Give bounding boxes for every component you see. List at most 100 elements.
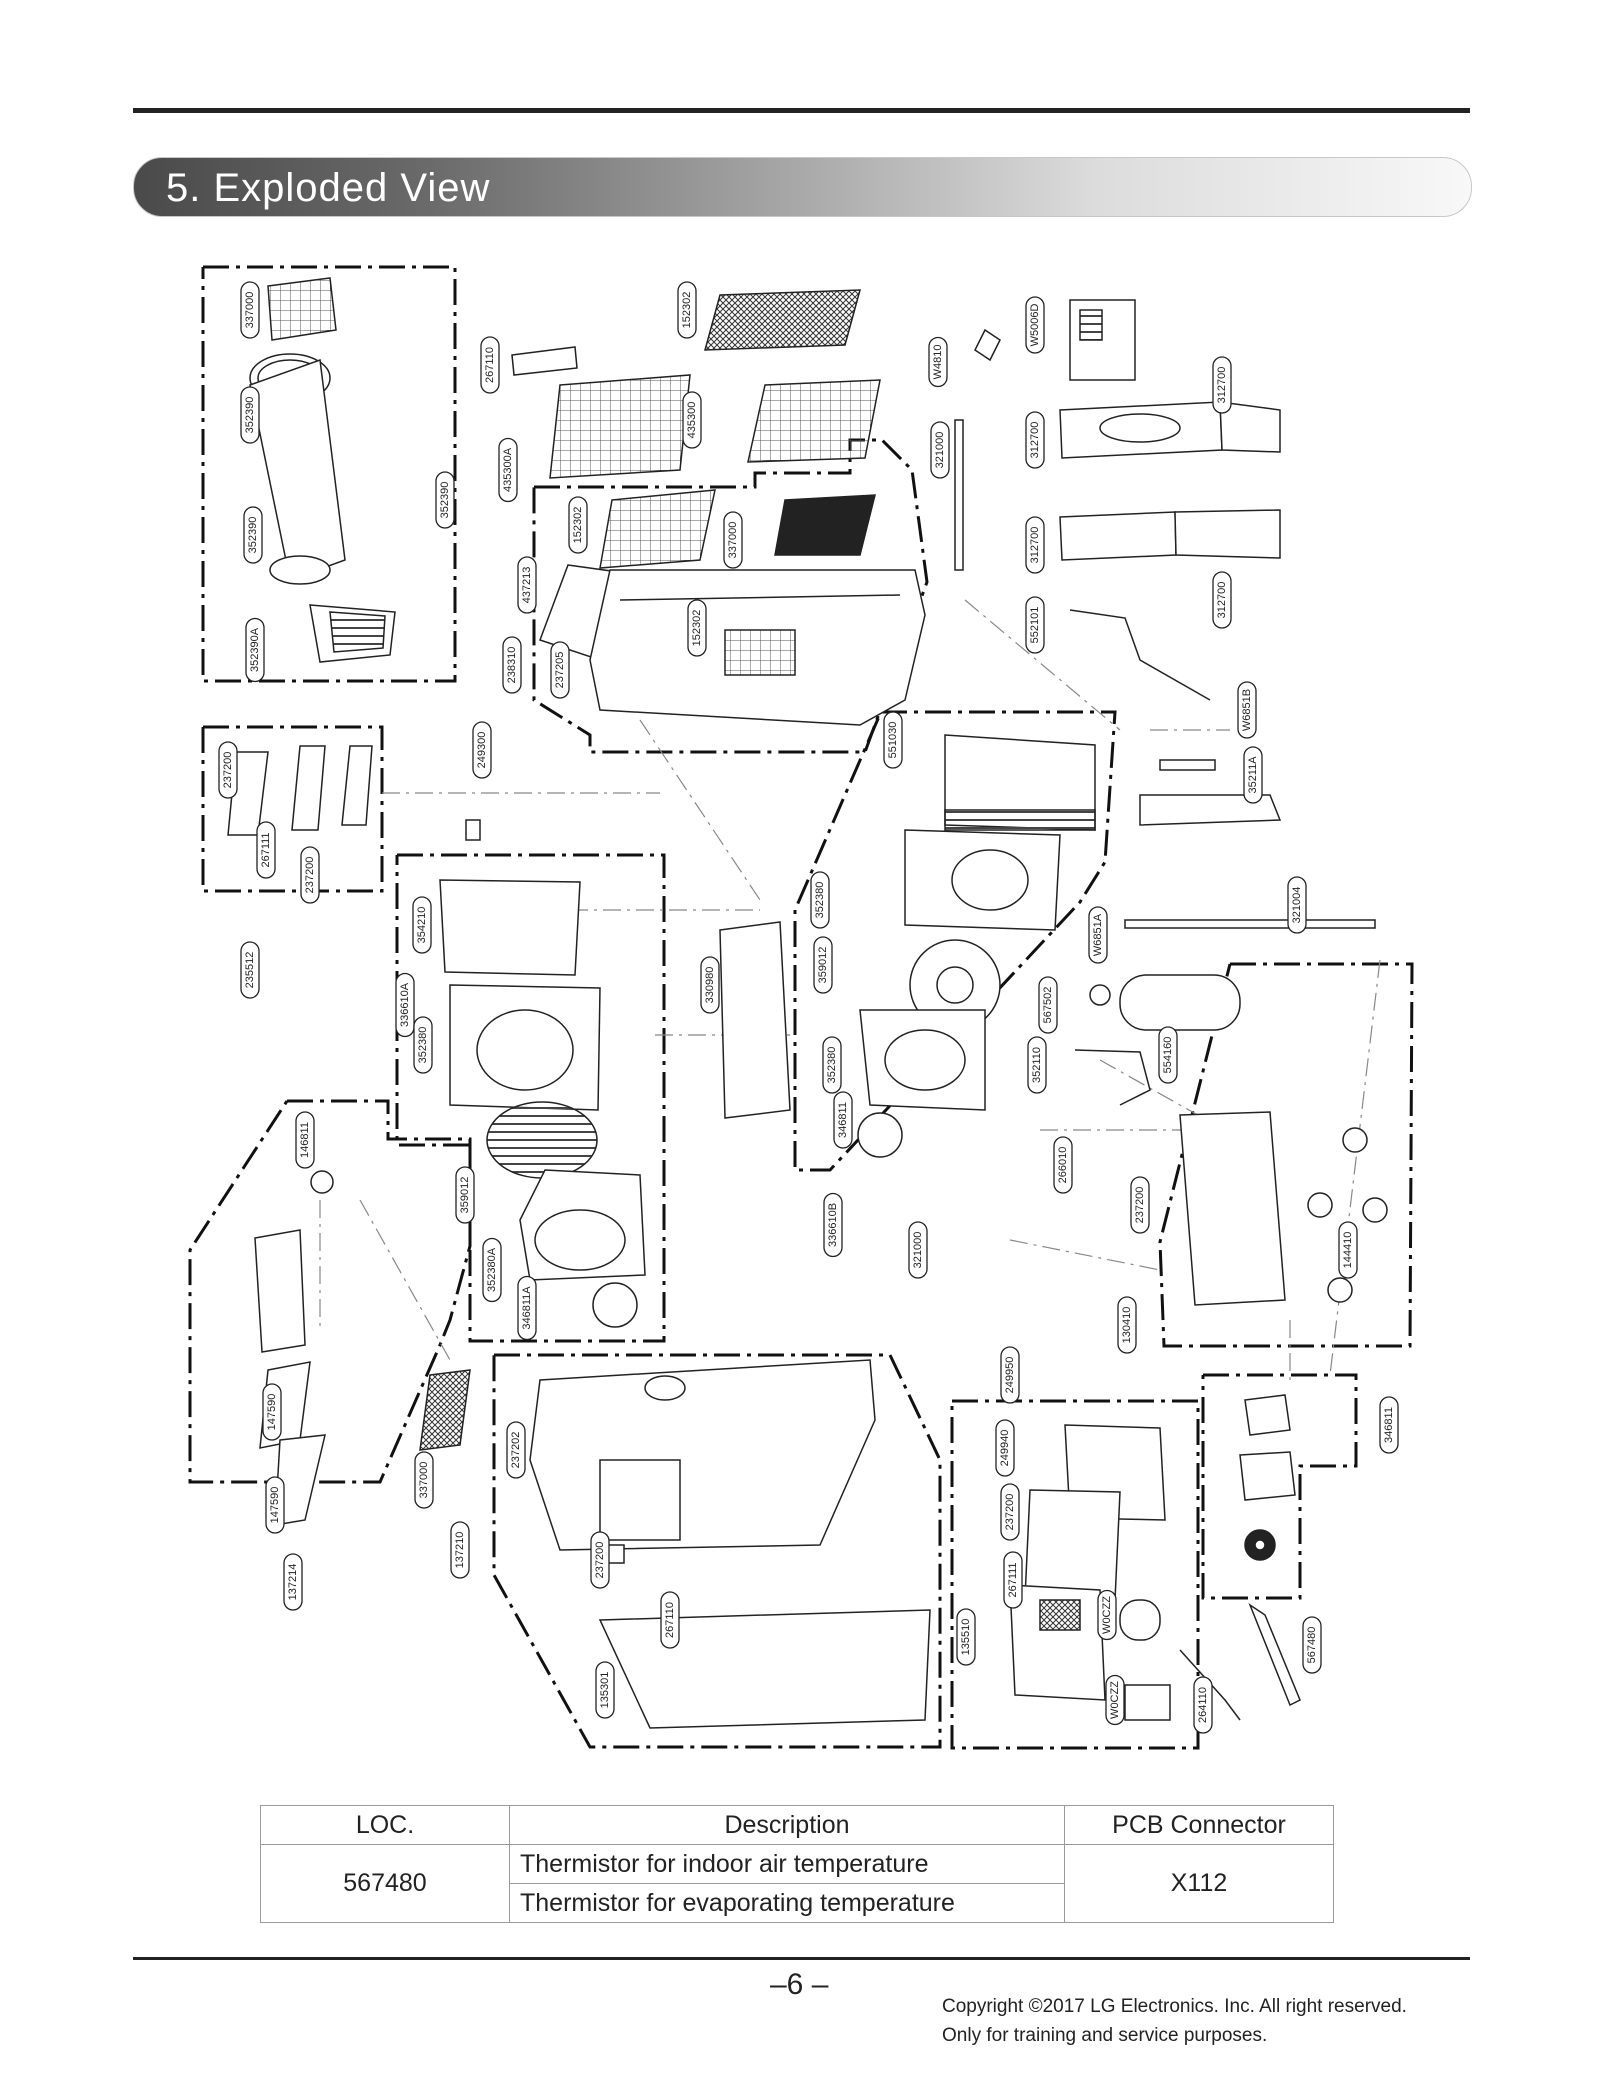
part-label: 238310 <box>502 636 522 694</box>
part-label-text: W0CZZ <box>1109 1681 1121 1719</box>
part-label: 352390 <box>435 471 455 529</box>
part-label: 152302 <box>568 496 588 554</box>
part-label-text: 147590 <box>266 1394 278 1431</box>
part-label-text: 321000 <box>934 432 946 469</box>
description-cell: Thermistor for evaporating temperature <box>509 1883 1065 1923</box>
part-label-text: 359012 <box>817 947 829 984</box>
part-label: 352390 <box>243 506 263 564</box>
group-compressor <box>1074 974 1388 1306</box>
part-label-text: 437213 <box>521 567 533 604</box>
part-label-text: 152302 <box>691 610 703 647</box>
part-label-text: 354210 <box>416 907 428 944</box>
part-label-text: 352110 <box>1031 1047 1043 1083</box>
part-label: 359012 <box>813 936 833 994</box>
part-label-text: 237200 <box>1004 1494 1016 1531</box>
part-label-text: 135301 <box>599 1672 611 1709</box>
part-label: 147590 <box>265 1476 285 1534</box>
part-label-text: 337000 <box>418 1462 430 1499</box>
part-label: 130410 <box>1117 1296 1137 1354</box>
part-label-text: 352390A <box>249 627 261 672</box>
copyright-line-2: Only for training and service purposes. <box>942 2025 1268 2046</box>
part-label-text: 264110 <box>1197 1687 1209 1723</box>
part-label: 237200 <box>218 741 238 799</box>
part-label: 249300 <box>472 721 492 779</box>
part-label-text: 346811 <box>1383 1407 1395 1443</box>
part-label-text: 237202 <box>510 1432 522 1469</box>
part-label-text: 337000 <box>244 292 256 329</box>
part-label-text: 249300 <box>476 732 488 769</box>
part-label-text: 237200 <box>304 857 316 894</box>
leader-lines <box>319 599 1381 1380</box>
part-label: 336610A <box>395 972 415 1038</box>
part-label-text: 144410 <box>1342 1232 1354 1269</box>
loc-table: LOC. Description PCB Connector 567480 Th… <box>260 1805 1334 1923</box>
part-label: 435300 <box>682 391 702 449</box>
part-label-text: 267111 <box>260 832 272 867</box>
part-label-text: 551030 <box>887 722 899 759</box>
part-label: W0CZZ <box>1105 1674 1125 1726</box>
part-label-text: 152302 <box>572 507 584 544</box>
part-label: 337000 <box>723 511 743 569</box>
description-cell: Thermistor for indoor air temperature <box>509 1844 1065 1884</box>
part-label-text: 137210 <box>454 1532 466 1569</box>
bottom-rule <box>133 1957 1470 1960</box>
part-label: W4810 <box>928 336 948 388</box>
part-label: 237200 <box>1130 1176 1150 1234</box>
part-label-text: 312700 <box>1216 582 1228 619</box>
part-label: 249950 <box>1000 1346 1020 1404</box>
part-label-text: 352380 <box>826 1047 838 1084</box>
description-header: Description <box>509 1805 1065 1845</box>
part-label-text: W0CZZ <box>1101 1596 1113 1634</box>
part-label: 146811 <box>295 1111 315 1169</box>
page-number: –6 – <box>770 1968 829 2001</box>
part-label-text: W6851A <box>1092 913 1104 956</box>
part-label-text: 266010 <box>1057 1147 1069 1184</box>
section-banner: 5. Exploded View <box>133 157 1472 217</box>
part-label-text: 321000 <box>912 1232 924 1269</box>
group-evaporator <box>719 734 1096 1158</box>
part-label: 551030 <box>883 711 903 769</box>
group-caster <box>1239 1394 1296 1561</box>
group-top-cover <box>539 564 926 726</box>
copyright: Copyright ©2017 LG Electronics. Inc. All… <box>942 1992 1407 2050</box>
part-label: 266010 <box>1053 1136 1073 1194</box>
part-label-text: 552101 <box>1029 607 1041 644</box>
group-window-kit <box>954 299 1376 929</box>
part-label-text: 135510 <box>960 1619 972 1656</box>
group-control-box <box>1009 1424 1301 1721</box>
part-label-text: 359012 <box>459 1177 471 1214</box>
part-label: 352380A <box>482 1237 502 1303</box>
part-label-text: 238310 <box>506 647 518 684</box>
part-label-text: 237205 <box>554 652 566 689</box>
part-label-text: 235512 <box>244 952 256 989</box>
part-label: 147590 <box>262 1383 282 1441</box>
part-label-text: 237200 <box>594 1542 606 1579</box>
connector-cell: X112 <box>1064 1844 1334 1923</box>
table-header-row: LOC. Description PCB Connector <box>260 1805 1334 1845</box>
part-label: 35211A <box>1243 746 1263 804</box>
part-label: W6851A <box>1088 906 1108 964</box>
part-label-text: 352390 <box>439 482 451 519</box>
part-label: 237200 <box>590 1531 610 1589</box>
part-label: 312700 <box>1212 356 1232 414</box>
part-label-text: 312700 <box>1029 527 1041 564</box>
part-label: W5006D <box>1025 296 1045 354</box>
part-label: 137210 <box>450 1521 470 1579</box>
part-label-text: 346811A <box>521 1286 533 1330</box>
loc-header: LOC. <box>260 1805 510 1845</box>
part-label-text: 237200 <box>1134 1187 1146 1224</box>
part-label-text: W5006D <box>1029 304 1041 347</box>
part-label-text: 152302 <box>681 292 693 329</box>
part-label-text: 435300 <box>686 402 698 439</box>
group-blower <box>439 879 646 1328</box>
part-label-text: 130410 <box>1121 1307 1133 1344</box>
part-label: 330980 <box>700 956 720 1014</box>
part-label: 352390A <box>245 617 265 683</box>
part-label-text: 249950 <box>1004 1357 1016 1394</box>
part-label-text: 352380A <box>486 1247 498 1292</box>
part-label: 352110 <box>1027 1036 1047 1094</box>
part-label-text: 249940 <box>999 1430 1011 1467</box>
part-label: 352390 <box>240 386 260 444</box>
loc-cell: 567480 <box>260 1844 510 1923</box>
